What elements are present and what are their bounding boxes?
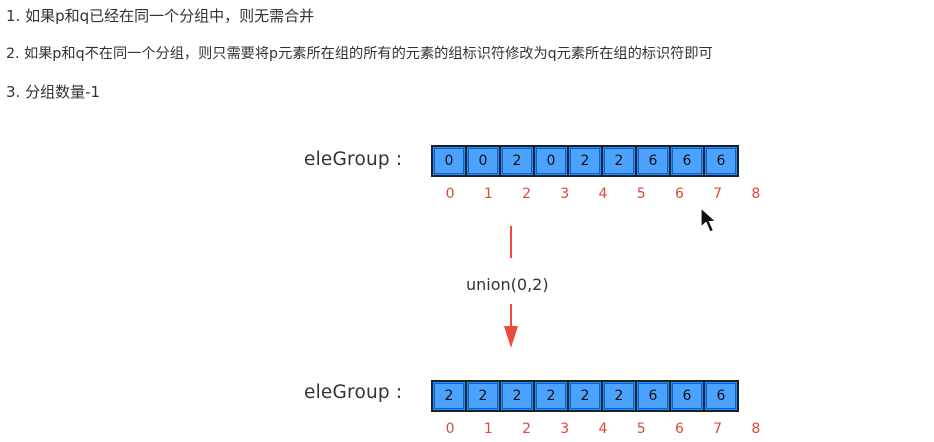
after-cell: 6	[669, 380, 705, 412]
before-cell-value: 6	[706, 148, 736, 174]
after-cell-value: 2	[604, 383, 634, 409]
before-cell: 2	[499, 145, 535, 177]
arrow-shaft-bottom	[510, 304, 512, 328]
before-index: 6	[674, 186, 684, 202]
explanation-steps: 1. 如果p和q已经在同一个分组中，则无需合并 2. 如果p和q不在同一个分组，…	[6, 6, 713, 120]
before-cell: 0	[533, 145, 569, 177]
after-index: 7	[713, 421, 723, 437]
after-index: 5	[636, 421, 646, 437]
after-cell: 6	[703, 380, 739, 412]
before-cell: 2	[601, 145, 637, 177]
before-index: 5	[636, 186, 646, 202]
after-cell-value: 6	[706, 383, 736, 409]
step-3: 3. 分组数量-1	[6, 83, 101, 101]
down-arrow-icon	[504, 326, 518, 348]
before-cell: 6	[635, 145, 671, 177]
before-index: 1	[483, 186, 493, 202]
after-cell: 2	[567, 380, 603, 412]
after-cell: 6	[635, 380, 671, 412]
after-index: 8	[751, 421, 761, 437]
before-cell-value: 0	[468, 148, 498, 174]
step-1: 1. 如果p和q已经在同一个分组中，则无需合并	[6, 7, 315, 25]
after-index: 6	[674, 421, 684, 437]
after-index: 4	[598, 421, 608, 437]
after-cell-value: 2	[468, 383, 498, 409]
after-index: 0	[445, 421, 455, 437]
after-indices: 0 1 2 3 4 5 6 7 8	[431, 421, 775, 437]
mouse-pointer-icon	[700, 206, 720, 239]
before-cell-value: 0	[536, 148, 566, 174]
before-cell: 2	[567, 145, 603, 177]
after-index: 3	[560, 421, 570, 437]
before-index: 3	[560, 186, 570, 202]
before-cell: 6	[703, 145, 739, 177]
before-index: 8	[751, 186, 761, 202]
before-index: 4	[598, 186, 608, 202]
arrow-shaft-top	[510, 226, 512, 258]
after-cell-value: 2	[570, 383, 600, 409]
after-cell: 2	[533, 380, 569, 412]
after-array-label: eleGroup :	[304, 382, 403, 403]
after-index: 2	[522, 421, 531, 437]
before-array-label: eleGroup :	[304, 149, 403, 170]
after-cell-value: 2	[434, 383, 464, 409]
before-indices: 0 1 2 3 4 5 6 7 8	[431, 186, 775, 202]
before-cell: 0	[465, 145, 501, 177]
after-cell: 2	[465, 380, 501, 412]
after-cell-value: 6	[672, 383, 702, 409]
before-cell: 0	[431, 145, 467, 177]
before-cell-value: 6	[672, 148, 702, 174]
after-cell: 2	[499, 380, 535, 412]
before-cell-value: 2	[502, 148, 532, 174]
after-index: 1	[483, 421, 493, 437]
step-2: 2. 如果p和q不在同一个分组，则只需要将p元素所在组的所有的元素的组标识符修改…	[6, 46, 713, 62]
before-cell: 6	[669, 145, 705, 177]
after-cell: 2	[601, 380, 637, 412]
after-cell-value: 2	[502, 383, 532, 409]
before-cell-value: 2	[570, 148, 600, 174]
after-cell-value: 2	[536, 383, 566, 409]
before-index: 7	[713, 186, 723, 202]
before-cell-value: 0	[434, 148, 464, 174]
before-cell-value: 6	[638, 148, 668, 174]
before-index: 2	[522, 186, 531, 202]
after-cell-value: 6	[638, 383, 668, 409]
after-cell: 2	[431, 380, 467, 412]
before-cell-value: 2	[604, 148, 634, 174]
union-operation-label: union(0,2)	[466, 275, 549, 294]
before-index: 0	[445, 186, 455, 202]
